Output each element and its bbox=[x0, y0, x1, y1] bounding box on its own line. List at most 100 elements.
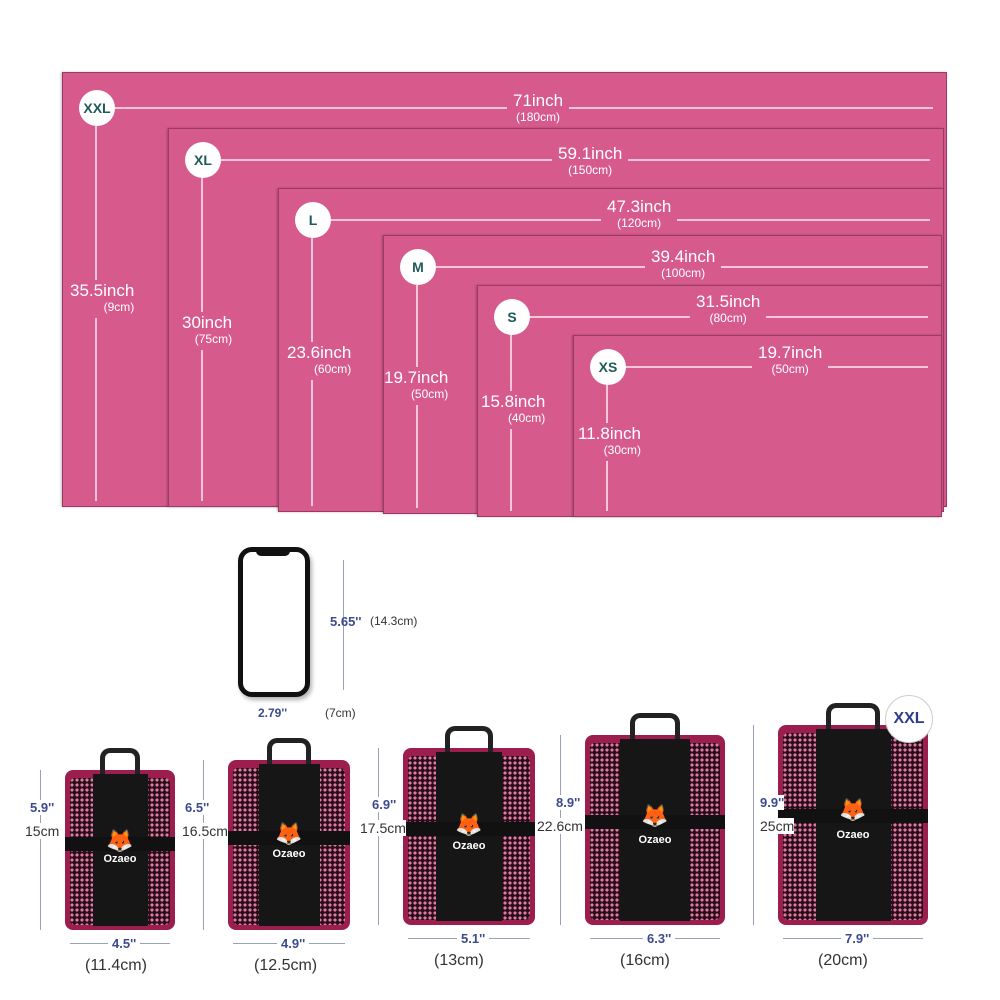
bag-handle bbox=[267, 738, 311, 767]
height-cm: (50cm) bbox=[410, 387, 449, 401]
bag-height-cm: 17.5cm bbox=[360, 819, 406, 836]
bag-panel bbox=[815, 729, 891, 921]
bag-brand: Ozaeo bbox=[638, 833, 672, 846]
bag-height-line bbox=[378, 748, 379, 925]
bag-height-cm: 22.6cm bbox=[537, 818, 583, 834]
width-label: 71inch(180cm) bbox=[507, 91, 570, 126]
width-inch: 39.4inch bbox=[651, 247, 716, 266]
width-label: 19.7inch(50cm) bbox=[752, 343, 829, 378]
bag-brand: Ozaeo bbox=[836, 829, 870, 841]
size-badge: S bbox=[494, 299, 530, 335]
width-inch: 31.5inch bbox=[696, 292, 761, 311]
bag-height: 5.9'' bbox=[30, 800, 55, 815]
fox-logo-icon: 🦊 bbox=[839, 797, 867, 822]
bag-height-cm: 15cm bbox=[25, 823, 60, 839]
height-label: 19.7inch(50cm) bbox=[384, 367, 449, 405]
width-inch: 71inch bbox=[513, 91, 564, 110]
bag-width: 4.5'' bbox=[108, 936, 141, 951]
height-label: 23.6inch(60cm) bbox=[287, 342, 352, 380]
bag-height-line bbox=[753, 725, 754, 925]
bag-strap bbox=[403, 822, 535, 837]
height-inch: 35.5inch bbox=[70, 281, 135, 300]
phone-height-cm: (14.3cm) bbox=[370, 614, 418, 628]
height-inch: 30inch bbox=[182, 313, 233, 332]
bag-handle bbox=[826, 703, 880, 732]
size-badge: XXL bbox=[79, 90, 115, 126]
bag-height-line bbox=[40, 770, 41, 930]
width-cm: (50cm) bbox=[771, 362, 809, 376]
bag-strap bbox=[228, 831, 350, 846]
towel-bag: 🦊Ozaeo bbox=[65, 748, 175, 930]
towel-bag: 🦊Ozaeo bbox=[228, 738, 350, 930]
phone-notch bbox=[256, 550, 290, 556]
bag-panel bbox=[620, 739, 690, 921]
bag-width-cm: (20cm) bbox=[818, 952, 868, 969]
fox-logo-icon: 🦊 bbox=[641, 803, 669, 829]
width-cm: (120cm) bbox=[617, 216, 662, 230]
bag-strap bbox=[778, 809, 928, 823]
phone-width-cm: (7cm) bbox=[325, 706, 356, 720]
bag-height: 8.9'' bbox=[556, 795, 581, 810]
bag-width: 6.3'' bbox=[643, 931, 676, 946]
height-label: 35.5inch(9cm) bbox=[70, 280, 135, 318]
height-label: 15.8inch(40cm) bbox=[481, 391, 546, 429]
size-badge: XS bbox=[590, 349, 626, 385]
bag-height: 6.5'' bbox=[185, 800, 210, 815]
fox-logo-icon: 🦊 bbox=[106, 827, 134, 853]
bag-height: 6.9'' bbox=[372, 796, 397, 812]
height-cm: (60cm) bbox=[313, 362, 352, 376]
bag-width-cm: (11.4cm) bbox=[85, 957, 147, 974]
phone-height-line bbox=[343, 560, 344, 690]
bag-handle bbox=[445, 726, 493, 755]
bag-brand: Ozaeo bbox=[103, 853, 137, 866]
bag-height-cm: 25cm bbox=[760, 818, 795, 834]
width-cm: (150cm) bbox=[568, 163, 613, 177]
height-cm: (75cm) bbox=[194, 332, 233, 346]
bag-strap bbox=[585, 814, 725, 829]
bag-width: 5.1'' bbox=[457, 931, 490, 946]
fox-logo-icon: 🦊 bbox=[275, 821, 303, 847]
bag-height: 9.9'' bbox=[760, 795, 785, 810]
width-label: 47.3inch(120cm) bbox=[601, 197, 678, 232]
bag-width-cm: (16cm) bbox=[620, 952, 670, 969]
bag-strap bbox=[65, 837, 175, 852]
width-inch: 19.7inch bbox=[758, 343, 823, 362]
size-badge: XL bbox=[185, 142, 221, 178]
size-badge: M bbox=[400, 249, 436, 285]
width-inch: 47.3inch bbox=[607, 197, 672, 216]
bag-width-cm: (12.5cm) bbox=[254, 957, 318, 974]
bag-width: 4.9'' bbox=[277, 936, 310, 951]
width-label: 31.5inch(80cm) bbox=[690, 292, 767, 327]
towel-bag: 🦊 Ozaeo bbox=[403, 726, 535, 925]
bag-height-cm: 16.5cm bbox=[182, 823, 228, 839]
bag-handle bbox=[629, 713, 681, 742]
bag-brand: Ozaeo bbox=[452, 840, 486, 853]
width-cm: (180cm) bbox=[516, 110, 561, 124]
bag-width: 7.9'' bbox=[841, 931, 874, 946]
fox-logo-icon: 🦊 bbox=[455, 811, 483, 837]
height-inch: 19.7inch bbox=[384, 368, 449, 387]
xxl-badge: XXL bbox=[885, 695, 933, 743]
width-label: 39.4inch(100cm) bbox=[645, 247, 722, 282]
width-inch: 59.1inch bbox=[558, 144, 623, 163]
bag-brand: Ozaeo bbox=[272, 848, 306, 861]
bag-panel bbox=[436, 752, 502, 921]
height-inch: 23.6inch bbox=[287, 343, 352, 362]
phone-width: 2.79'' bbox=[258, 706, 288, 720]
height-inch: 11.8inch bbox=[578, 424, 642, 443]
height-cm: (9cm) bbox=[103, 300, 135, 314]
height-label: 11.8inch(30cm) bbox=[578, 423, 642, 461]
height-label: 30inch(75cm) bbox=[182, 312, 233, 350]
width-cm: (80cm) bbox=[709, 311, 747, 325]
width-cm: (100cm) bbox=[661, 266, 706, 280]
height-inch: 15.8inch bbox=[481, 392, 546, 411]
phone-reference bbox=[238, 547, 310, 697]
size-badge: L bbox=[295, 202, 331, 238]
phone-height: 5.65'' bbox=[330, 614, 362, 629]
width-label: 59.1inch(150cm) bbox=[552, 144, 629, 179]
towel-bag: 🦊 Ozaeo bbox=[585, 713, 725, 925]
height-cm: (30cm) bbox=[603, 443, 642, 457]
height-cm: (40cm) bbox=[507, 411, 546, 425]
bag-handle bbox=[100, 748, 140, 777]
bag-width-cm: (13cm) bbox=[434, 952, 484, 969]
